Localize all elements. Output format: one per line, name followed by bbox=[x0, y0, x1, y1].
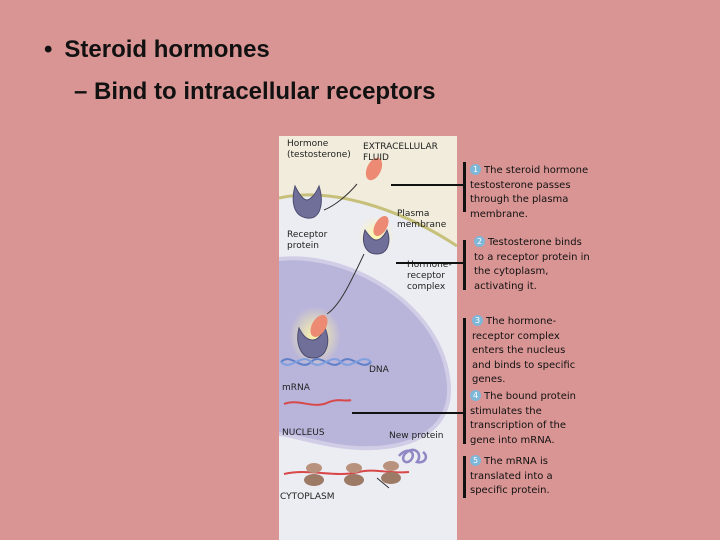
slide-title: Steroid hormones bbox=[64, 36, 270, 63]
connector-step-2 bbox=[396, 262, 465, 264]
divider-step-5 bbox=[463, 456, 466, 498]
ribosome-1 bbox=[304, 463, 324, 486]
arrow-hormone-to-receptor bbox=[323, 183, 358, 211]
dna-strand-b bbox=[280, 358, 372, 366]
arrow-mrna-to-ribosome bbox=[376, 477, 390, 489]
label-cytoplasm: CYTOPLASM bbox=[280, 492, 335, 502]
step-3-text: The hormone-receptor complex enters the … bbox=[472, 316, 576, 385]
connector-step-1 bbox=[391, 184, 465, 186]
steroid-hormone-diagram: Hormone (testosterone) EXTRACELLULAR FLU… bbox=[279, 136, 457, 540]
arrow-complex-to-nucleus bbox=[326, 253, 365, 315]
nuclear-hormone-shape bbox=[310, 315, 328, 337]
step-1-badge: 1 bbox=[470, 164, 481, 175]
step-5-badge: 5 bbox=[470, 455, 481, 466]
receptor-protein-shape bbox=[292, 184, 322, 219]
diagram-artwork bbox=[279, 136, 457, 540]
divider-step-3-4 bbox=[463, 318, 466, 444]
complex-receptor-shape bbox=[363, 228, 390, 255]
hormone-molecule bbox=[365, 157, 383, 181]
connector-step-4 bbox=[352, 412, 465, 414]
label-mrna: mRNA bbox=[282, 383, 310, 393]
slide-subtitle: – Bind to intracellular receptors bbox=[74, 78, 436, 105]
label-nucleus: NUCLEUS bbox=[282, 428, 325, 438]
divider-step-1 bbox=[463, 162, 466, 212]
nuclear-envelope bbox=[279, 256, 452, 451]
bullet-glyph: • bbox=[44, 36, 53, 63]
label-receptor-protein: Receptor protein bbox=[287, 230, 328, 251]
label-dna: DNA bbox=[369, 365, 389, 375]
label-hormone: Hormone (testosterone) bbox=[287, 139, 351, 160]
step-5-text: The mRNA is translated into a specific p… bbox=[470, 456, 553, 496]
step-4-badge: 4 bbox=[470, 390, 481, 401]
step-4-text: The bound protein stimulates the transcr… bbox=[470, 391, 576, 446]
mrna-strand-nucleus bbox=[283, 399, 352, 406]
bullet-title: • Steroid hormones bbox=[44, 36, 270, 64]
label-plasma-membrane: Plasma membrane bbox=[397, 209, 447, 230]
step-1-text: The steroid hormone testosterone passes … bbox=[470, 165, 589, 220]
ribosome-3 bbox=[381, 461, 401, 484]
ribosome-2 bbox=[344, 463, 364, 486]
label-extracellular-fluid: EXTRACELLULAR FLUID bbox=[363, 142, 438, 163]
step-3-badge: 3 bbox=[472, 315, 483, 326]
step-2-text: Testosterone binds to a receptor protein… bbox=[474, 237, 590, 292]
divider-step-2 bbox=[463, 240, 466, 290]
label-new-protein: New protein bbox=[389, 431, 444, 441]
complex-hormone-shape bbox=[373, 216, 389, 236]
new-protein-chain bbox=[398, 448, 428, 464]
label-hormone-receptor-complex: Hormone- receptor complex bbox=[407, 260, 452, 292]
step-2-badge: 2 bbox=[474, 236, 485, 247]
